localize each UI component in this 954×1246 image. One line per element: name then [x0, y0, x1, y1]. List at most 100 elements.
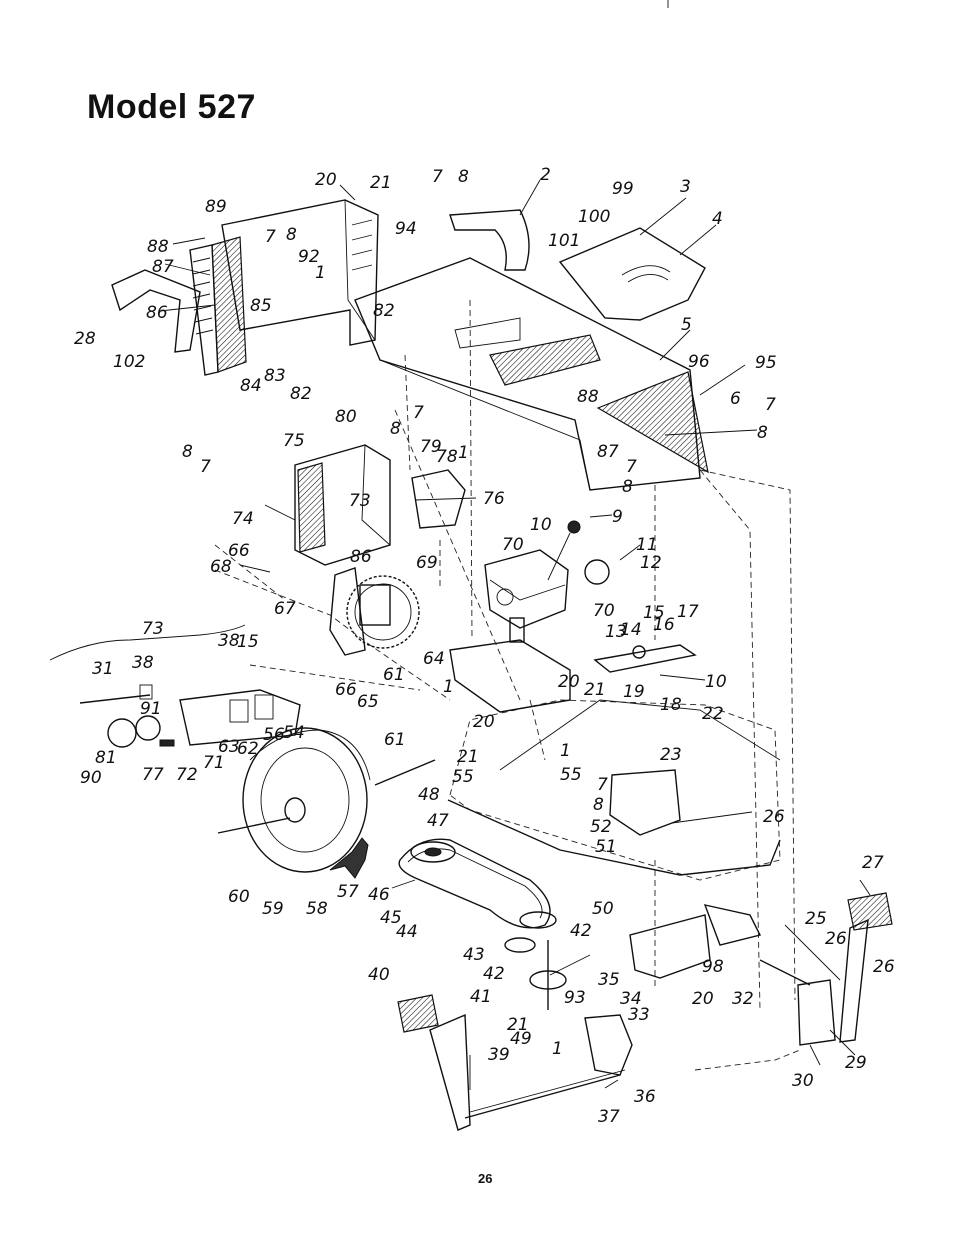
callout: 1 [560, 741, 571, 761]
page-title: Model 527 [87, 88, 256, 126]
callout: 101 [548, 231, 580, 251]
callout: 21 [457, 747, 479, 767]
callout: 70 [502, 535, 524, 555]
callout: 87 [597, 442, 619, 462]
callout: 85 [250, 296, 272, 316]
hood-body-part [354, 257, 701, 491]
callout: 26 [873, 957, 895, 977]
callout: 99 [612, 179, 634, 199]
bracket-102-part [111, 269, 201, 353]
callout: 80 [335, 407, 357, 427]
battery-box-part [294, 444, 391, 566]
callout: 28 [74, 329, 96, 349]
callout: 21 [584, 680, 606, 700]
callout: 42 [570, 921, 592, 941]
callout: 60 [228, 887, 250, 907]
callout: 55 [452, 767, 474, 787]
callout: 90 [80, 768, 102, 788]
callout: 18 [660, 695, 682, 715]
callout: 26 [763, 807, 785, 827]
callout: 7 [200, 457, 211, 477]
grille-panel-part [189, 236, 247, 376]
callout: 15 [643, 603, 665, 623]
callout: 9 [612, 507, 623, 527]
callout: 46 [368, 885, 390, 905]
callout: 76 [483, 489, 505, 509]
page-number: 26 [478, 1171, 493, 1186]
callout: 13 [605, 622, 627, 642]
callout: 87 [152, 257, 174, 277]
callout: 102 [113, 352, 145, 372]
callout: 1 [315, 263, 326, 283]
callout: 82 [290, 384, 312, 404]
callout: 95 [755, 353, 777, 373]
callout: 45 [380, 908, 402, 928]
callout: 8 [593, 795, 604, 815]
callout: 16 [653, 615, 675, 635]
axle-shaft-part [374, 759, 436, 786]
callout: 55 [560, 765, 582, 785]
callout: 93 [564, 988, 586, 1008]
knob-9-part [567, 520, 581, 534]
callout: 66 [335, 680, 357, 700]
callout: 52 [590, 817, 612, 837]
callout: 32 [732, 989, 754, 1009]
fender-part [449, 209, 530, 271]
callout: 1 [552, 1039, 563, 1059]
callout: 82 [373, 301, 395, 321]
callout: 40 [368, 965, 390, 985]
callout: 73 [142, 619, 164, 639]
callout: 34 [620, 989, 642, 1009]
pedal-bracket-part [593, 644, 697, 673]
seat-plate-part [558, 227, 706, 321]
gear-11-part [584, 559, 610, 585]
bracket-35-part [629, 914, 711, 979]
callout: 14 [620, 620, 642, 640]
callout: 77 [142, 765, 164, 785]
callout: 8 [757, 423, 768, 443]
callout: 61 [383, 665, 405, 685]
callout: 81 [95, 748, 117, 768]
callout: 63 [218, 737, 240, 757]
belt-pulleys-part [398, 838, 567, 1010]
callout: 33 [628, 1005, 650, 1025]
callout: 69 [416, 553, 438, 573]
callout: 48 [418, 785, 440, 805]
callout: 19 [623, 682, 645, 702]
axle-support-part [329, 567, 366, 656]
callout: 84 [240, 376, 262, 396]
transaxle-part [484, 549, 569, 643]
pedal-spring-part [632, 645, 646, 659]
callout: 73 [349, 491, 371, 511]
bracket-73-brace [49, 624, 246, 661]
callout: 62 [237, 739, 259, 759]
callout: 21 [507, 1015, 529, 1035]
callout: 12 [640, 553, 662, 573]
callout: 43 [463, 945, 485, 965]
callout: 83 [264, 366, 286, 386]
callout: 38 [132, 653, 154, 673]
callout: 10 [530, 515, 552, 535]
callout: 58 [306, 899, 328, 919]
callout: 70 [593, 601, 615, 621]
callout: 75 [283, 431, 305, 451]
callout: 37 [598, 1107, 620, 1127]
callout: 7 [626, 457, 637, 477]
callout: 42 [483, 964, 505, 984]
callout: 79 [420, 437, 442, 457]
callout: 8 [390, 419, 401, 439]
callout: 59 [262, 899, 284, 919]
callout: 1 [458, 443, 469, 463]
callout: 15 [237, 632, 259, 652]
callout: 51 [595, 837, 617, 857]
callout: 4 [712, 209, 723, 229]
callout: 92 [298, 247, 320, 267]
callout-labels: 20 21 89 94 88 87 7 8 92 1 28 86 85 102 … [74, 165, 895, 1127]
callout: 7 [765, 395, 776, 415]
steering-linkage-part [79, 684, 301, 748]
callout: 74 [232, 509, 254, 529]
callout: 36 [634, 1087, 656, 1107]
callout: 5 [681, 315, 692, 335]
callout: 91 [140, 699, 162, 719]
callout: 96 [688, 352, 710, 372]
